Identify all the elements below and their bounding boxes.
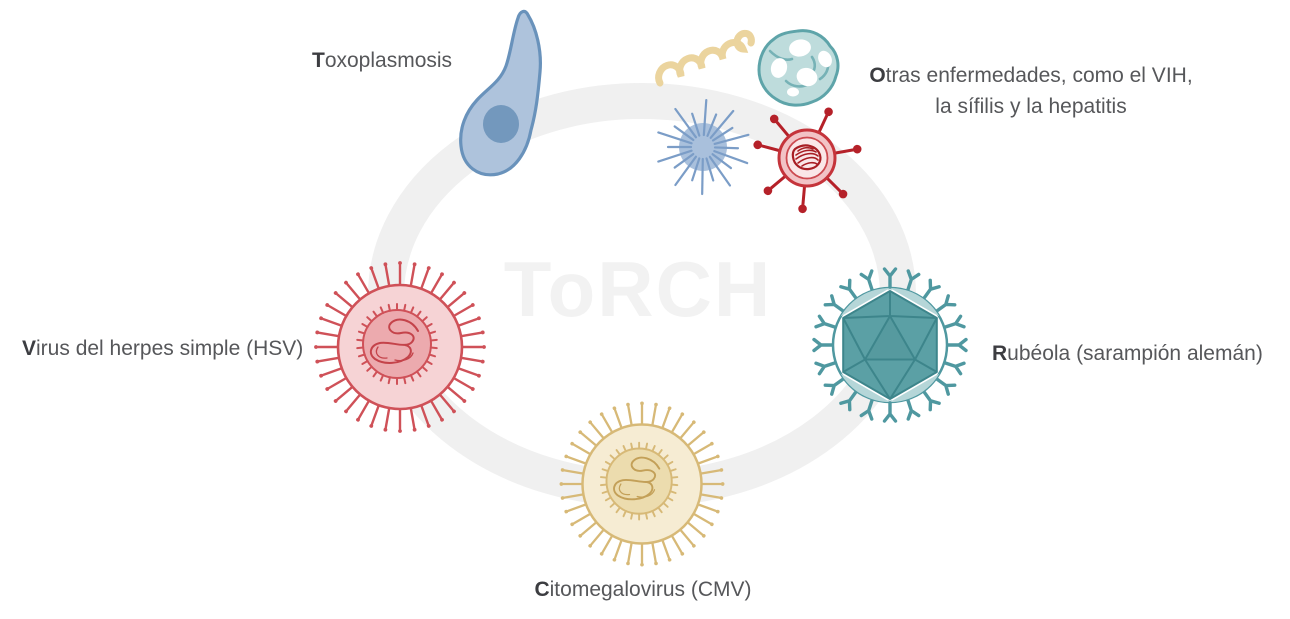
syphilis-spirochete-icon	[655, 29, 755, 87]
label-toxoplasmosis-initial: T	[312, 49, 325, 72]
other-diseases-cluster	[655, 29, 864, 215]
label-toxoplasmosis: Toxoplasmosis	[312, 49, 453, 72]
label-herpes-simplex: Virus del herpes simple (HSV)	[22, 337, 304, 360]
label-rubella-initial: R	[992, 342, 1008, 365]
label-herpes-initial: V	[22, 337, 37, 360]
label-rubella: Rubéola (sarampión alemán)	[992, 342, 1263, 365]
spiky-virus-icon	[657, 99, 750, 196]
toxoplasma-gondii-illustration	[459, 9, 542, 177]
parasite-nucleus	[483, 105, 519, 143]
label-other-diseases: Otras enfermedades, como el VIH, la sífi…	[869, 60, 1192, 122]
rubella-virus-illustration	[812, 267, 968, 423]
torch-watermark: ToRCH	[503, 245, 773, 333]
label-cytomegalovirus: Citomegalovirus (CMV)	[534, 578, 752, 601]
hepatitis-virus-icon	[757, 29, 840, 107]
label-cmv-initial: C	[534, 578, 550, 601]
hiv-virion-icon	[750, 104, 864, 215]
label-other-diseases-line2: la sífilis y la hepatitis	[935, 95, 1127, 118]
herpes-simplex-virus-illustration	[314, 261, 486, 433]
cytomegalovirus-illustration	[560, 402, 725, 567]
label-other-diseases-line1: Otras enfermedades, como el VIH,	[869, 64, 1193, 87]
